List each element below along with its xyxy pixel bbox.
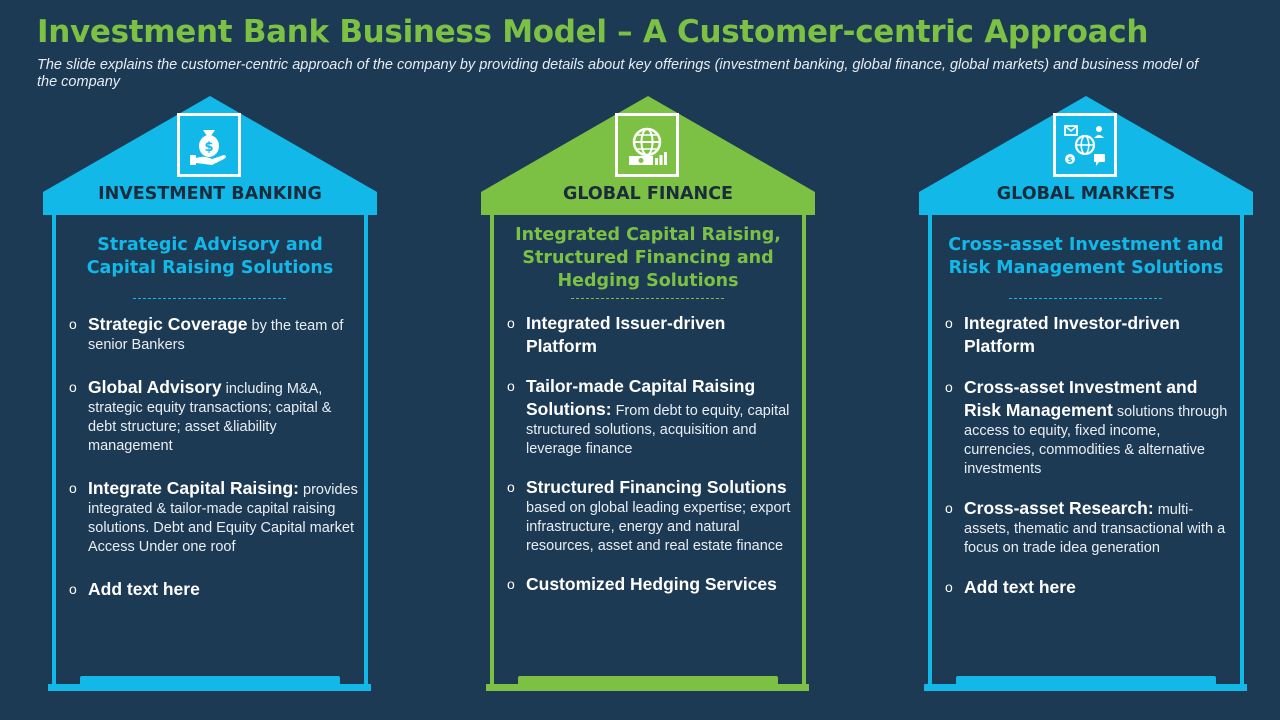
item-heading: Integrated Issuer-driven Platform bbox=[526, 313, 726, 356]
bullet: o bbox=[69, 379, 77, 395]
item-heading: Global Advisory bbox=[88, 377, 222, 397]
svg-text:$: $ bbox=[204, 140, 213, 155]
bullet: o bbox=[507, 576, 515, 592]
list-item: o Global Advisory including M&A, strategi… bbox=[69, 376, 359, 456]
pillar-left bbox=[490, 215, 494, 687]
pillar-right bbox=[1240, 215, 1244, 687]
bullet: o bbox=[945, 379, 953, 395]
pillar-left bbox=[928, 215, 932, 687]
bullet: o bbox=[69, 581, 77, 597]
list-item: o Integrated Investor-driven Platform bbox=[945, 312, 1235, 358]
item-text: solutions through access to equity, fixe… bbox=[964, 404, 1228, 477]
item-heading: Integrate Capital Raising: bbox=[88, 478, 300, 498]
svg-text:$: $ bbox=[1068, 156, 1073, 164]
item-text: multi-assets, thematic and transactional… bbox=[964, 502, 1226, 556]
list-item: o Integrate Capital Raising: provides int… bbox=[69, 477, 359, 557]
list-item: o Strategic Coverage by the team of senio… bbox=[69, 313, 359, 355]
pillar-right bbox=[802, 215, 806, 687]
page-title: Investment Bank Business Model – A Custo… bbox=[37, 14, 1149, 50]
bullet: o bbox=[69, 316, 77, 332]
base-step bbox=[956, 676, 1216, 687]
column-global-finance: GLOBAL FINANCE Integrated Capital Raisin… bbox=[481, 96, 815, 696]
item-heading: Strategic Coverage bbox=[88, 314, 248, 334]
header-label: GLOBAL FINANCE bbox=[563, 184, 733, 204]
item-text: by the team of senior Bankers bbox=[88, 318, 344, 353]
panel-title: Strategic Advisory and Capital Raising S… bbox=[86, 235, 334, 278]
item-heading: Tailor-made Capital Raising Solutions: bbox=[526, 376, 756, 419]
header-label: INVESTMENT BANKING bbox=[98, 184, 322, 204]
item-list: o Strategic Coverage by the team of senio… bbox=[69, 313, 359, 601]
bullet: o bbox=[69, 480, 77, 496]
bullet: o bbox=[507, 479, 515, 495]
item-heading: Add text here bbox=[88, 579, 200, 599]
bullet: o bbox=[945, 500, 953, 516]
panel-title: Integrated Capital Raising, Structured F… bbox=[515, 225, 781, 291]
column-global-markets: $ GLOBAL MARKETS Cross-asset Investment … bbox=[919, 96, 1253, 696]
list-item: o Cross-asset Research: multi-assets, the… bbox=[945, 497, 1235, 558]
item-heading: Customized Hedging Services bbox=[526, 574, 777, 594]
globe-money-icon bbox=[615, 113, 679, 177]
divider bbox=[571, 298, 724, 299]
list-item: o Customized Hedging Services bbox=[507, 573, 797, 596]
bullet: o bbox=[945, 315, 953, 331]
list-item: o Add text here bbox=[945, 576, 1235, 599]
item-heading: Cross-asset Research: bbox=[964, 498, 1154, 518]
item-text: provides integrated & tailor-made capita… bbox=[88, 482, 358, 555]
bullet: o bbox=[945, 579, 953, 595]
item-text: From debt to equity, capital structured … bbox=[526, 403, 790, 457]
panel-title: Cross-asset Investment and Risk Manageme… bbox=[948, 235, 1224, 278]
base-floor bbox=[924, 684, 1247, 691]
bullet: o bbox=[507, 315, 515, 331]
item-text: based on global leading expertise; expor… bbox=[526, 500, 791, 554]
bullet: o bbox=[507, 378, 515, 394]
item-heading: Add text here bbox=[964, 577, 1076, 597]
list-item: o Add text here bbox=[69, 578, 359, 601]
base-step bbox=[518, 676, 778, 687]
item-text: including M&A, strategic equity transact… bbox=[88, 381, 332, 454]
list-item: o Structured Financing Solutions based on… bbox=[507, 476, 797, 556]
global-network-icon: $ bbox=[1053, 113, 1117, 177]
pillar-right bbox=[364, 215, 368, 687]
list-item: o Integrated Issuer-driven Platform bbox=[507, 312, 797, 358]
divider bbox=[133, 298, 286, 299]
money-bag-hand-icon: $ bbox=[177, 113, 241, 177]
base-floor bbox=[48, 684, 371, 691]
base-floor bbox=[486, 684, 809, 691]
list-item: o Cross-asset Investment and Risk Managem… bbox=[945, 376, 1235, 479]
divider bbox=[1009, 298, 1162, 299]
item-heading: Integrated Investor-driven Platform bbox=[964, 313, 1180, 356]
base-step bbox=[80, 676, 340, 687]
header-label: GLOBAL MARKETS bbox=[996, 184, 1176, 204]
page-subtitle: The slide explains the customer-centric … bbox=[37, 57, 1199, 90]
item-heading: Cross-asset Investment and Risk Manageme… bbox=[964, 377, 1198, 420]
pillar-left bbox=[52, 215, 56, 687]
item-heading: Structured Financing Solutions bbox=[526, 477, 787, 497]
column-investment-banking: $ INVESTMENT BANKING Strategic Advisory … bbox=[43, 96, 377, 696]
